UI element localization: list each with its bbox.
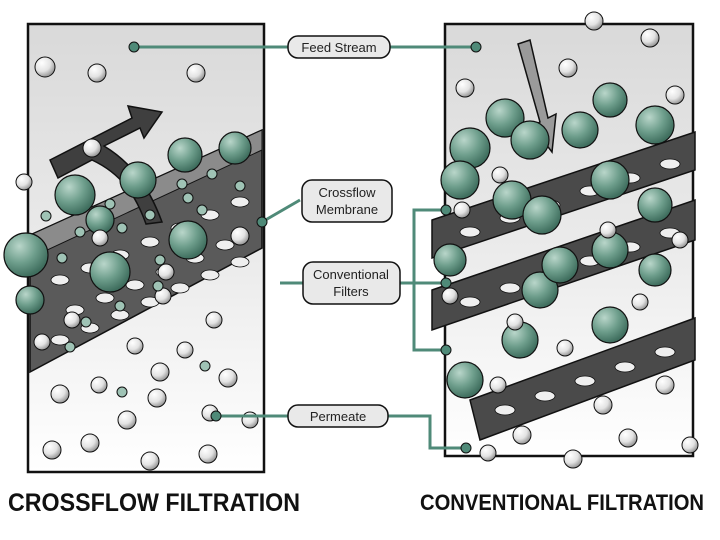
- crossflow-title: CROSSFLOW FILTRATION: [8, 489, 300, 517]
- crossflow-membrane-label: Crossflow Membrane: [301, 179, 393, 223]
- crossflow-small-particles: [15, 56, 259, 471]
- conventional-panel: [431, 11, 699, 469]
- crossflow-membrane-text-line2: Membrane: [316, 202, 378, 217]
- crossflow-large-particles: [3, 131, 252, 315]
- permeate-label: Permeate: [287, 404, 389, 428]
- connector-lines: [136, 45, 475, 450]
- conventional-title: CONVENTIONAL FILTRATION: [420, 490, 704, 515]
- conventional-small-particles: [441, 11, 699, 469]
- crossflow-panel: [3, 22, 266, 474]
- conventional-filters-text-line1: Conventional: [313, 267, 389, 282]
- conventional-filters-label: Conventional Filters: [302, 261, 401, 305]
- crossflow-membrane-text-line1: Crossflow: [318, 185, 376, 200]
- conventional-filters-text-line2: Filters: [333, 284, 369, 299]
- connector-dots: [128, 41, 482, 454]
- feed-stream-label: Feed Stream: [287, 35, 391, 59]
- conventional-large-particles: [433, 82, 675, 399]
- permeate-text: Permeate: [310, 409, 366, 424]
- crossflow-dissolved-particles: [40, 168, 246, 398]
- feed-stream-text: Feed Stream: [301, 40, 376, 55]
